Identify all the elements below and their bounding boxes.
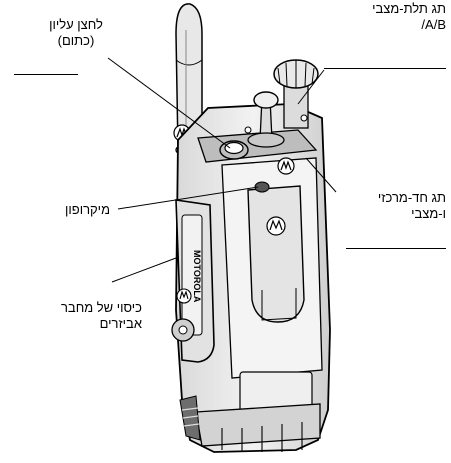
side-brand-text: MOTOROLA bbox=[192, 250, 202, 303]
label-top-button-line1: לחצן עליון bbox=[36, 17, 116, 33]
blank-line-top-button bbox=[14, 74, 78, 75]
label-microphone: מיקרופון bbox=[44, 202, 110, 218]
leader-cover bbox=[112, 258, 176, 282]
label-cover-line1: כיסוי של מחבר bbox=[32, 300, 142, 316]
label-three-position-line2: A/B/ bbox=[350, 17, 446, 33]
label-top-button: לחצן עליון (כתום) bbox=[36, 17, 116, 49]
label-cover-line2: אביזרים bbox=[32, 316, 142, 332]
label-cover: כיסוי של מחבר אביזרים bbox=[32, 300, 142, 332]
blank-line-three-position bbox=[324, 68, 446, 69]
leader-top-button bbox=[108, 58, 230, 148]
label-three-position-line1: תג תלת-מצבי bbox=[350, 1, 446, 17]
label-top-button-line2: (כתום) bbox=[36, 33, 116, 49]
front-logo-icon bbox=[278, 158, 294, 174]
label-center-knob: תג חד-מרכזי ו-מצבי bbox=[354, 190, 446, 222]
label-center-knob-line1: תג חד-מרכזי bbox=[354, 190, 446, 206]
label-center-knob-line2: ו-מצבי bbox=[354, 206, 446, 222]
label-three-position: תג תלת-מצבי A/B/ bbox=[350, 1, 446, 33]
side-logo-icon bbox=[177, 289, 191, 303]
clip-logo-icon bbox=[267, 217, 285, 235]
blank-line-center-knob bbox=[346, 248, 446, 249]
